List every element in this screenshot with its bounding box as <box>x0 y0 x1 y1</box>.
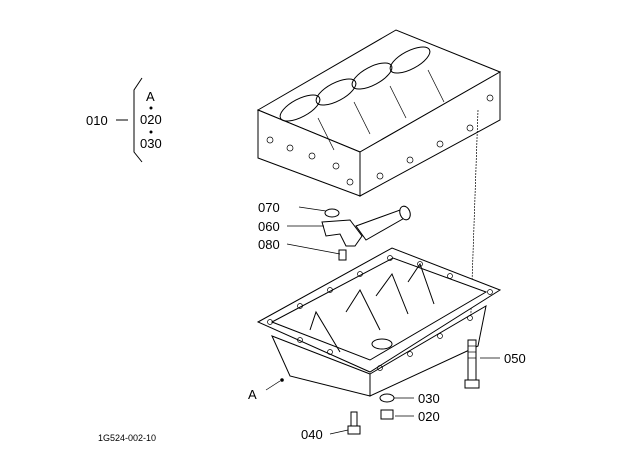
group-bracket: 010 A 020 030 <box>86 77 162 163</box>
bolt-080-shape <box>338 249 347 261</box>
gasket-030-shape <box>379 393 395 403</box>
drawing-code: 1G524-002-10 <box>98 433 156 443</box>
group-item-030-label: 030 <box>140 136 162 151</box>
group-number-label: 010 <box>86 113 108 128</box>
callout-030: 030 <box>418 391 440 406</box>
callout-060: 060 <box>258 219 280 234</box>
callout-a: A <box>248 387 257 402</box>
group-item-020-label: 020 <box>140 112 162 127</box>
callout-050: 050 <box>504 351 526 366</box>
drain-plug-020-shape <box>380 409 394 420</box>
oil-pan <box>256 247 502 397</box>
oil-strainer-assembly <box>321 205 411 261</box>
callout-040: 040 <box>301 427 323 442</box>
group-item-a-label: A <box>146 89 155 104</box>
callout-020: 020 <box>418 409 440 424</box>
strainer-060-shape <box>321 219 363 247</box>
bolt-040-shape <box>347 411 361 435</box>
gasket-070-shape <box>324 208 340 218</box>
crankcase-block <box>256 29 502 197</box>
bolt-050-shape <box>464 339 480 389</box>
callout-080: 080 <box>258 237 280 252</box>
callout-070: 070 <box>258 200 280 215</box>
